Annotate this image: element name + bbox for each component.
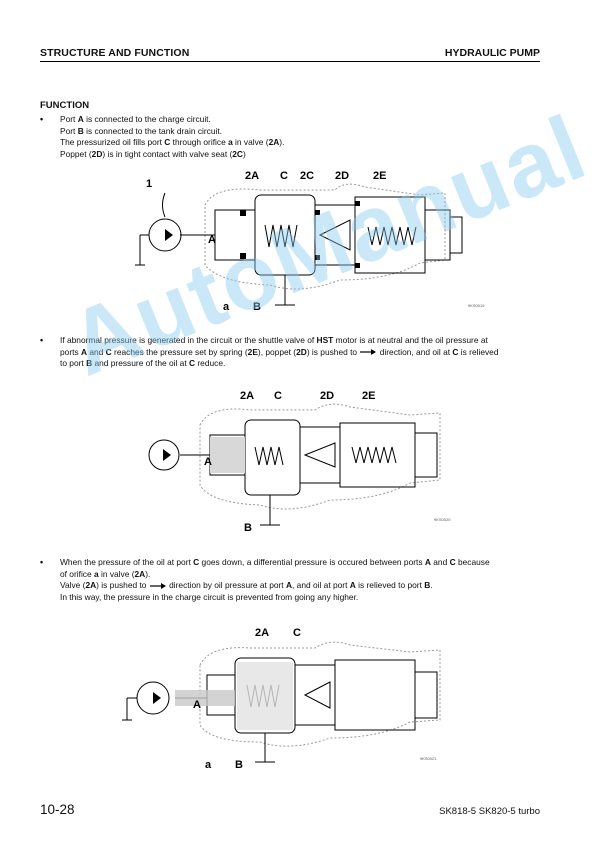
pump-arrow-icon	[165, 229, 173, 241]
bullet-3: •	[40, 557, 44, 567]
fig2-label-2A: 2A	[240, 390, 254, 402]
paragraph-ports: Port A is connected to the charge circui…	[60, 114, 284, 160]
direction-arrow-icon	[360, 349, 377, 356]
fig2-code: 9KS0020	[434, 517, 451, 522]
text-line: In this way, the pressure in the charge …	[60, 591, 359, 602]
fig1-code: 9KS0019	[468, 303, 485, 308]
fig1-label-1: 1	[146, 178, 152, 190]
fig2-label-A: A	[204, 456, 212, 468]
header-section-title: STRUCTURE AND FUNCTION	[40, 47, 190, 59]
text-line: Port B is connected to the tank drain ci…	[60, 125, 223, 136]
fig1-label-B: B	[253, 301, 261, 313]
pump-arrow-icon	[163, 449, 171, 461]
fig1-label-2A: 2A	[245, 170, 259, 182]
header-chapter-title: HYDRAULIC PUMP	[444, 47, 540, 59]
text-line: When the pressure of the oil at port C g…	[60, 557, 490, 567]
fig1-label-2C: 2C	[300, 170, 314, 182]
text-line: Poppet (2D) is in tight contact with val…	[60, 148, 246, 159]
bullet-1: •	[40, 114, 44, 124]
fig1-label-2D: 2D	[335, 170, 349, 182]
text-line: If abnormal pressure is generated in the…	[60, 335, 488, 345]
fig1-label-a: a	[223, 301, 230, 313]
text-line: Port A is connected to the charge circui…	[60, 114, 211, 124]
fig3-label-C: C	[293, 627, 301, 639]
fig2-label-C: C	[274, 390, 282, 402]
bullet-2: •	[40, 335, 44, 345]
model-name: SK818-5 SK820-5 turbo	[439, 806, 540, 817]
figure-1-valve-diagram: 1 2A C 2C 2D 2E A a B 9KS0019	[135, 170, 485, 313]
fig1-label-C: C	[280, 170, 288, 182]
page-number: 10-28	[40, 802, 75, 817]
text-line: ports A and C reaches the pressure set b…	[60, 346, 499, 357]
paragraph-differential-pressure: When the pressure of the oil at port C g…	[60, 557, 490, 603]
pump-arrow-icon	[153, 692, 161, 704]
fig1-label-2E: 2E	[373, 170, 386, 182]
fig2-label-2D: 2D	[320, 390, 334, 402]
paragraph-abnormal-pressure: If abnormal pressure is generated in the…	[60, 335, 498, 370]
fig2-label-2E: 2E	[362, 390, 375, 402]
text-line: to port B and pressure of the oil at C r…	[60, 358, 226, 369]
fig3-label-B: B	[235, 759, 243, 770]
direction-arrow-icon	[149, 582, 166, 589]
fig3-label-2A: 2A	[255, 627, 269, 639]
fig3-label-a: a	[205, 759, 212, 770]
figure-2-valve-diagram: 2A C 2D 2E A B 9KS0020	[148, 390, 451, 534]
header-rule	[40, 61, 540, 62]
figure-3-valve-diagram: 2A C A a B 9KS0021	[122, 627, 441, 770]
fig2-label-B: B	[244, 522, 252, 534]
fig3-label-A: A	[193, 699, 201, 711]
text-line: Valve (2A) is pushed to direction by oil…	[60, 580, 433, 591]
text-line: The pressurized oil fills port C through…	[60, 137, 285, 148]
fig1-label-A: A	[208, 234, 216, 246]
fig3-code: 9KS0021	[420, 756, 437, 761]
function-heading: FUNCTION	[40, 100, 90, 111]
text-line: of orifice a in valve (2A).	[60, 568, 151, 579]
